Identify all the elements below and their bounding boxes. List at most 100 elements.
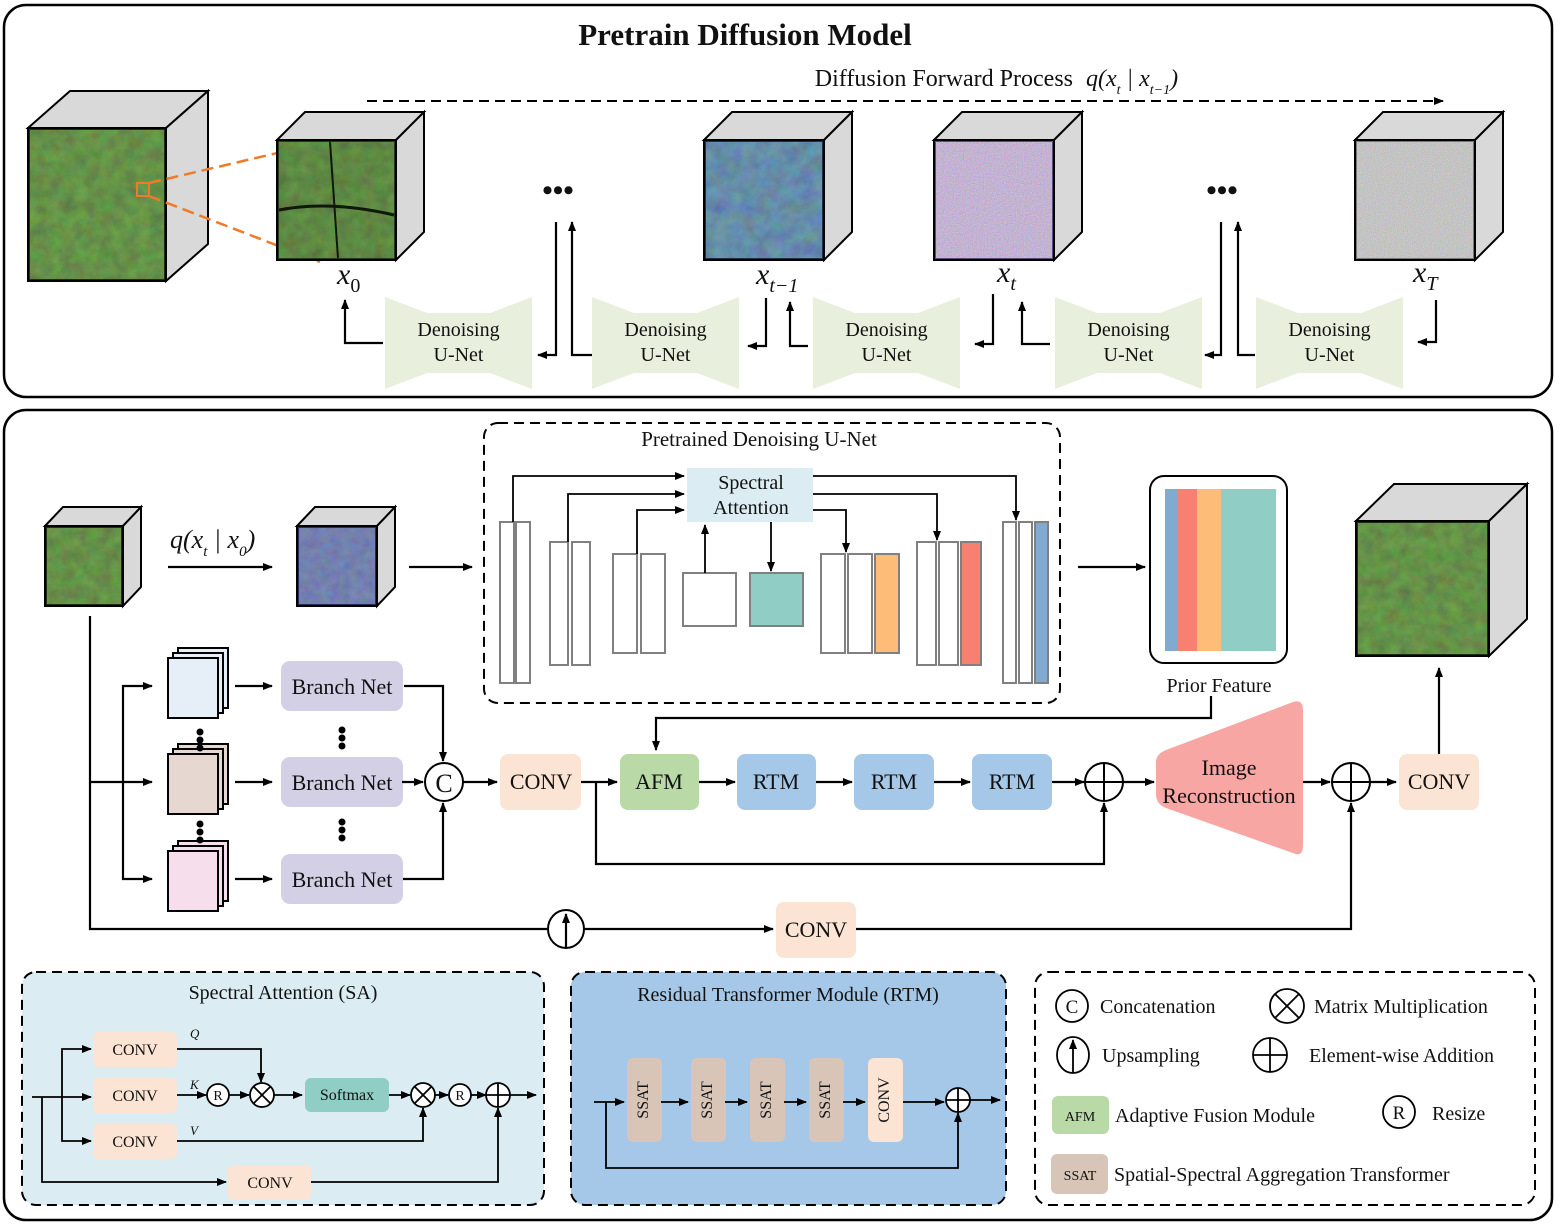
conv-block bbox=[500, 754, 581, 810]
sa-resize-1-label: R bbox=[213, 1089, 223, 1104]
ssat-block-3: SSAT bbox=[750, 1058, 785, 1142]
conv-label: CONV bbox=[510, 769, 572, 794]
concat-legend-glyph: C bbox=[1066, 997, 1079, 1018]
encoder-layer-2b bbox=[571, 541, 591, 666]
reverse-arrow-4 bbox=[786, 301, 808, 348]
ssat-label: SSAT bbox=[635, 1081, 652, 1119]
skip-conv-block bbox=[776, 902, 856, 958]
rtm-block-3 bbox=[972, 754, 1052, 810]
add-legend-icon bbox=[1252, 1037, 1288, 1073]
sa-mult-1 bbox=[249, 1082, 275, 1108]
spectral-attention-box bbox=[687, 468, 813, 522]
afm-label: AFM bbox=[635, 769, 683, 794]
spectral-attention-line1: Spectral bbox=[718, 472, 784, 494]
resize-legend-icon bbox=[1382, 1095, 1416, 1129]
sa-resize-2-label: R bbox=[455, 1089, 465, 1104]
legend-matmul: Matrix Multiplication bbox=[1269, 988, 1488, 1024]
legend-label-concat: Concatenation bbox=[1100, 996, 1216, 1018]
unet-label-line1: Denoising bbox=[1288, 319, 1370, 341]
global-residual-arrow bbox=[594, 782, 1108, 866]
decoder-layer-2a bbox=[916, 541, 937, 666]
legend-border bbox=[1034, 971, 1536, 1206]
ssat-label: SSAT bbox=[817, 1081, 834, 1119]
reverse-arrow-to-x0 bbox=[341, 299, 383, 345]
bottleneck-out bbox=[749, 572, 804, 627]
k-label: K bbox=[189, 1077, 200, 1092]
band-group-stack-3 bbox=[167, 840, 229, 912]
sa-mult-2 bbox=[410, 1082, 436, 1108]
legend-add: Element-wise Addition bbox=[1252, 1037, 1494, 1073]
add-node-1 bbox=[1084, 762, 1124, 802]
xT-cube bbox=[1352, 109, 1506, 263]
encoder-layer-3a bbox=[612, 553, 638, 654]
vertical-ellipsis-2 bbox=[196, 820, 204, 844]
decoder-layer-2-feature bbox=[960, 541, 982, 666]
sa-title: Spectral Attention (SA) bbox=[189, 982, 378, 1004]
rtm-residual bbox=[605, 1102, 962, 1169]
resize-legend-glyph: R bbox=[1393, 1103, 1406, 1124]
branch1-to-concat bbox=[404, 684, 447, 762]
pretrain-panel: Pretrain Diffusion Model Diffusion Forwa… bbox=[2, 3, 1554, 399]
skip-conv-label: CONV bbox=[785, 917, 847, 942]
sa-add bbox=[485, 1082, 511, 1108]
concat-symbol: C bbox=[435, 769, 452, 798]
ssat-legend-swatch bbox=[1051, 1154, 1108, 1194]
decoder-layer-3a bbox=[820, 553, 846, 654]
output-hr-cube bbox=[1353, 481, 1530, 659]
ssat-block-2: SSAT bbox=[691, 1058, 726, 1142]
branch-net-label: Branch Net bbox=[292, 770, 393, 795]
unet-label-line2: U-Net bbox=[1305, 344, 1355, 366]
pretrained-unet-border bbox=[483, 422, 1061, 704]
sa-input-q bbox=[61, 1045, 92, 1097]
branch-net-2: Branch Net bbox=[281, 757, 403, 807]
sa-conv-v bbox=[93, 1124, 177, 1159]
branch-net-1: Branch Net bbox=[281, 661, 403, 711]
skip-conv-to-add bbox=[856, 802, 1355, 931]
ssat-block-4: SSAT bbox=[809, 1058, 844, 1142]
main-network-panel: q(xt | x0) Pretrained Denoising U-Net Sp… bbox=[2, 408, 1554, 1222]
upsample-legend-icon bbox=[1056, 1036, 1090, 1074]
ellipsis-1: ••• bbox=[542, 174, 574, 207]
band-group-stack-2 bbox=[167, 743, 229, 815]
rtm-add bbox=[945, 1087, 971, 1113]
ssat-label: SSAT bbox=[699, 1081, 716, 1119]
pretrained-unet-title: Pretrained Denoising U-Net bbox=[641, 427, 877, 451]
recon-label-line1: Image bbox=[1202, 755, 1257, 780]
matmul-legend-icon bbox=[1269, 988, 1305, 1024]
rtm-panel-border bbox=[570, 971, 1007, 1206]
softmax-label: Softmax bbox=[320, 1087, 374, 1104]
rtm-block-1 bbox=[737, 754, 816, 810]
q-to-mult bbox=[177, 1048, 265, 1083]
sa-conv-residual-label: CONV bbox=[247, 1175, 293, 1192]
zoom-region-marker bbox=[136, 182, 150, 197]
rtm-conv-label: CONV bbox=[876, 1077, 893, 1123]
bottleneck-in bbox=[682, 572, 737, 627]
decoder-layer-1-feature bbox=[1034, 521, 1049, 684]
sa-conv-q-label: CONV bbox=[112, 1042, 158, 1059]
legend-panel: C Concatenation Matrix Multiplication Up… bbox=[1034, 971, 1536, 1206]
legend-resize: R Resize bbox=[1382, 1095, 1485, 1129]
concat-legend-icon bbox=[1055, 989, 1089, 1023]
prior-feature-label: Prior Feature bbox=[1167, 675, 1272, 697]
sa-conv-v-label: CONV bbox=[112, 1134, 158, 1151]
sa-conv-residual bbox=[228, 1165, 311, 1200]
softmax-block bbox=[305, 1078, 389, 1112]
spectral-attention-line2: Attention bbox=[713, 497, 789, 519]
xt-label: xt bbox=[996, 256, 1016, 295]
legend-label-matmul: Matrix Multiplication bbox=[1314, 996, 1488, 1018]
rtm-title: Residual Transformer Module (RTM) bbox=[637, 984, 939, 1006]
q-label: Q bbox=[190, 1026, 200, 1041]
decoder-arrow-1 bbox=[813, 475, 1020, 521]
noised-cube bbox=[294, 504, 398, 609]
rtm-block-2 bbox=[854, 754, 934, 810]
unet-label-line1: Denoising bbox=[1087, 319, 1169, 341]
legend-label-upsample: Upsampling bbox=[1102, 1045, 1200, 1067]
output-conv-label: CONV bbox=[1408, 769, 1470, 794]
band-group-stack-1 bbox=[167, 647, 229, 719]
skip-arrow-3 bbox=[636, 506, 685, 554]
pretrain-title: Pretrain Diffusion Model bbox=[578, 17, 912, 52]
encoder-layer-2a bbox=[549, 541, 569, 666]
spectral-attention-panel: Spectral Attention (SA) CONV CONV CONV C… bbox=[21, 971, 545, 1206]
